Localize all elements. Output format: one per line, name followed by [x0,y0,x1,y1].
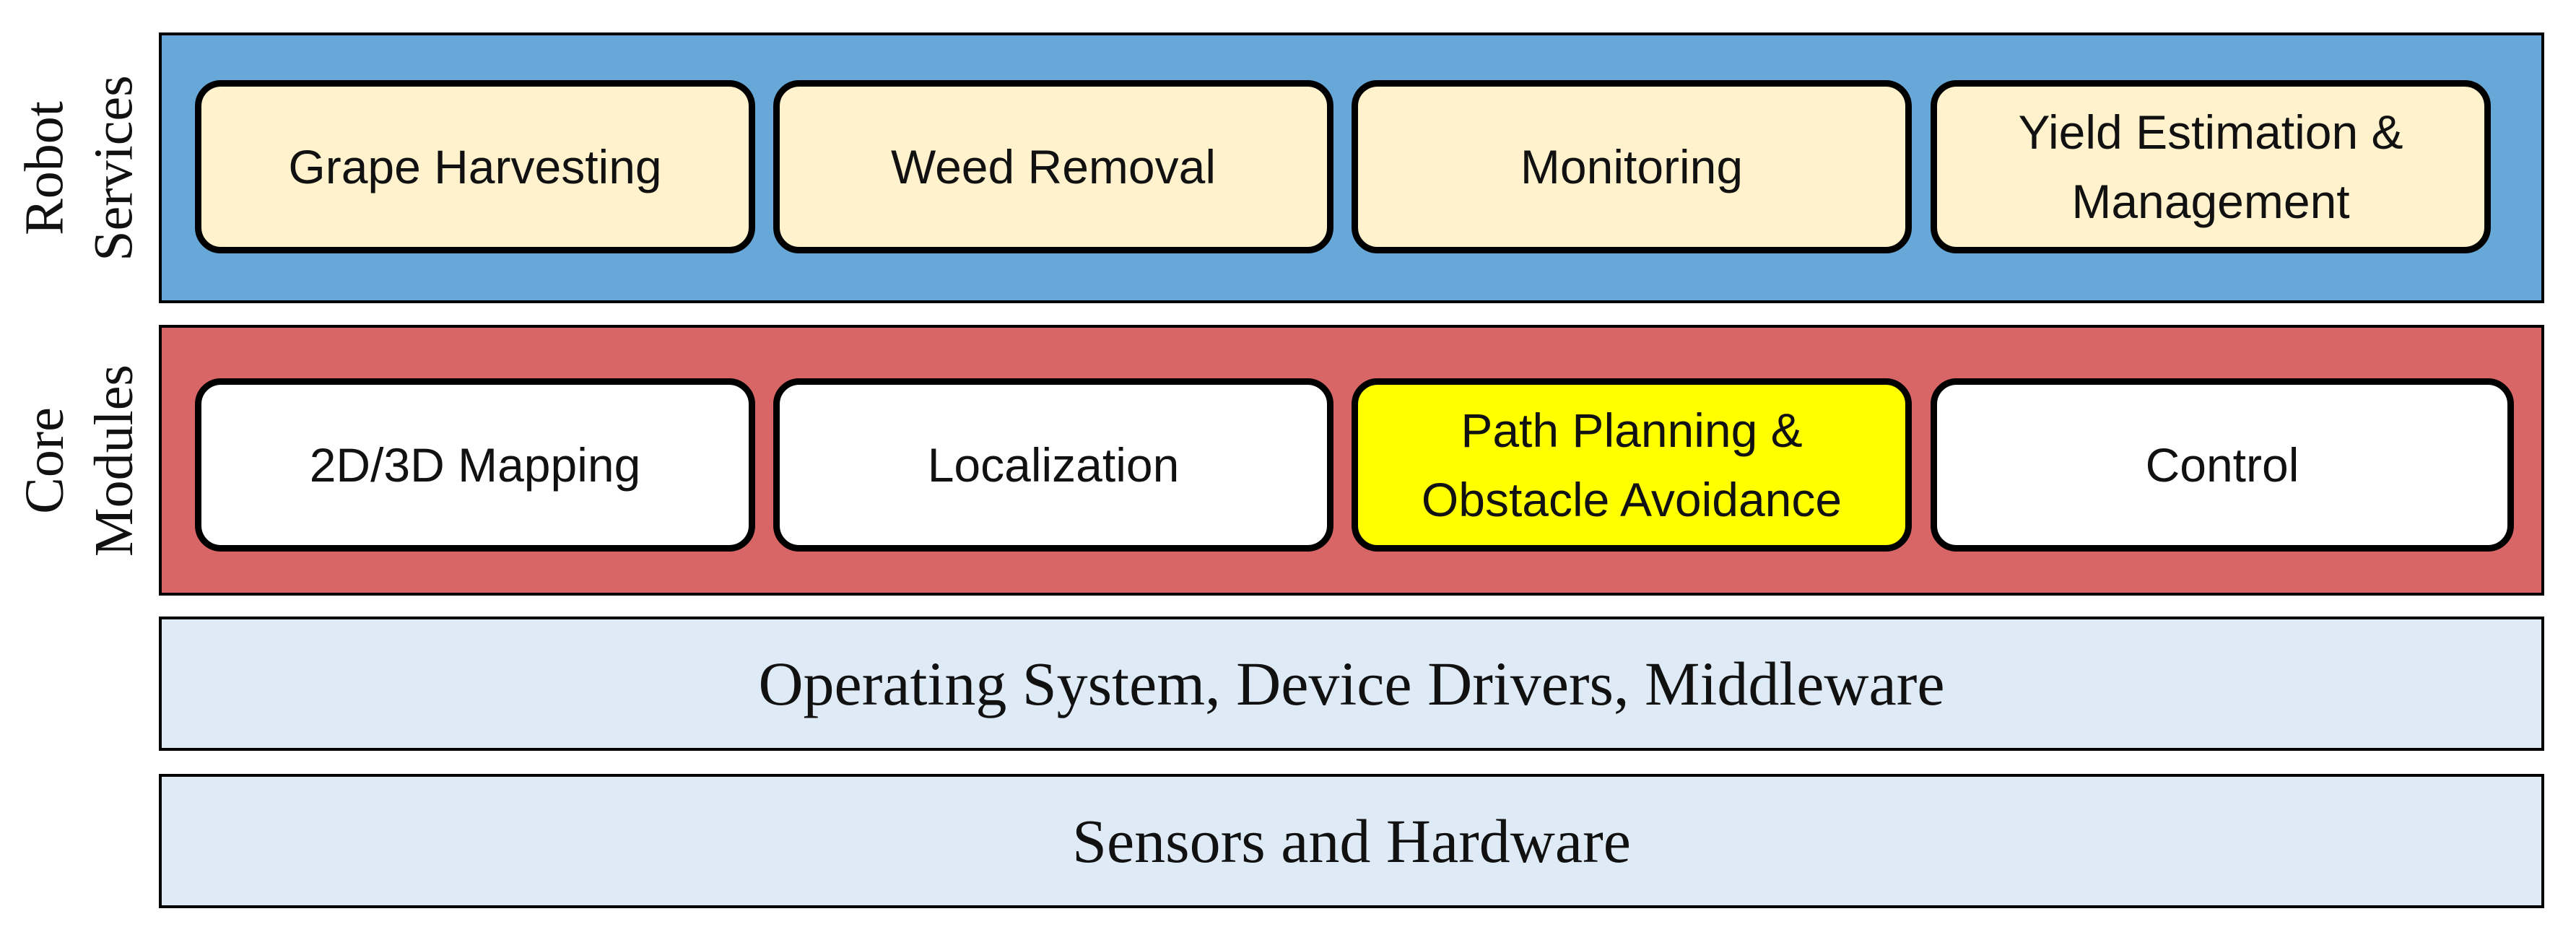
yield-estimation-label-line-1: Yield Estimation & [2018,105,2403,159]
core-modules-label-line-2: Modules [84,364,144,557]
weed-removal-label: Weed Removal [891,140,1216,193]
operating-system-label: Operating System, Device Drivers, Middle… [758,649,1945,718]
grape-harvesting-box: Grape Harvesting [195,80,755,253]
yield-estimation-label-line-2: Management [2071,175,2350,228]
path-planning-label-line-2: Obstacle Avoidance [1421,473,1842,526]
robot-services-label-line-1: Robot [14,100,75,235]
core-modules-layer: 2D/3D Mapping Localization Path Planning… [159,325,2544,596]
mapping-label: 2D/3D Mapping [309,438,641,492]
robot-services-label-line-2: Services [84,74,144,261]
control-label: Control [2145,438,2299,492]
localization-box: Localization [773,378,1333,552]
operating-system-layer: Operating System, Device Drivers, Middle… [159,617,2544,751]
sensors-hardware-layer: Sensors and Hardware [159,774,2544,908]
sensors-hardware-label: Sensors and Hardware [1072,806,1631,876]
monitoring-box: Monitoring [1352,80,1912,253]
path-planning-label-line-1: Path Planning & [1461,404,1803,457]
monitoring-label: Monitoring [1520,140,1744,193]
yield-estimation-box: Yield Estimation & Management [1931,80,2491,253]
control-box: Control [1931,378,2514,552]
core-modules-side-label: Core Modules [0,325,159,596]
path-planning-box: Path Planning & Obstacle Avoidance [1352,378,1912,552]
robot-services-side-label: Robot Services [0,32,159,303]
localization-label: Localization [927,438,1180,492]
mapping-box: 2D/3D Mapping [195,378,755,552]
weed-removal-box: Weed Removal [773,80,1333,253]
grape-harvesting-label: Grape Harvesting [288,140,662,193]
core-modules-label-line-1: Core [14,406,75,514]
robot-services-layer: Grape Harvesting Weed Removal Monitoring… [159,32,2544,303]
